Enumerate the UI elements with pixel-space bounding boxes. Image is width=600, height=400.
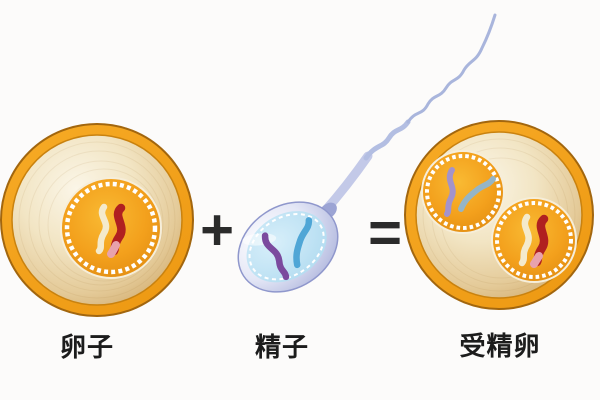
zygote-label: 受精卵 <box>459 331 541 361</box>
egg-nucleus-body <box>60 177 162 279</box>
zygote-nucleus-egg-body <box>491 197 577 283</box>
sperm-label: 精子 <box>254 332 310 362</box>
sperm-head-dashed-border <box>248 213 325 281</box>
sperm-head <box>237 201 339 293</box>
egg-cell <box>0 123 194 317</box>
zygote-chromosome-lavender <box>444 167 456 217</box>
egg-texture <box>18 141 176 299</box>
egg-chromosome-cream <box>95 203 110 255</box>
sperm-chromosome-blue <box>293 217 313 269</box>
sperm-chromosome-purple <box>261 232 290 281</box>
zygote-nucleus-sperm <box>421 150 505 234</box>
zygote-nucleus-egg <box>491 197 577 283</box>
egg-label: 卵子 <box>59 332 115 362</box>
zygote-nucleus-sperm-dashed-border <box>425 154 501 230</box>
egg-nucleus <box>60 177 162 279</box>
zygote-chromosome-cream <box>518 213 532 267</box>
zygote-cell <box>404 120 594 310</box>
zygote-nucleus-egg-dashed-border <box>495 201 573 279</box>
sperm-cell <box>237 13 497 293</box>
egg-nucleus-dashed-border <box>64 181 158 275</box>
zygote-chromosome-red-tip <box>530 252 543 268</box>
zygote-chromosome-slate <box>458 176 496 212</box>
egg-chromosome-red-tip <box>107 241 120 258</box>
zygote-nucleus-sperm-body <box>421 150 505 234</box>
equals-sign: = <box>368 201 402 266</box>
plus-sign: + <box>200 198 234 263</box>
